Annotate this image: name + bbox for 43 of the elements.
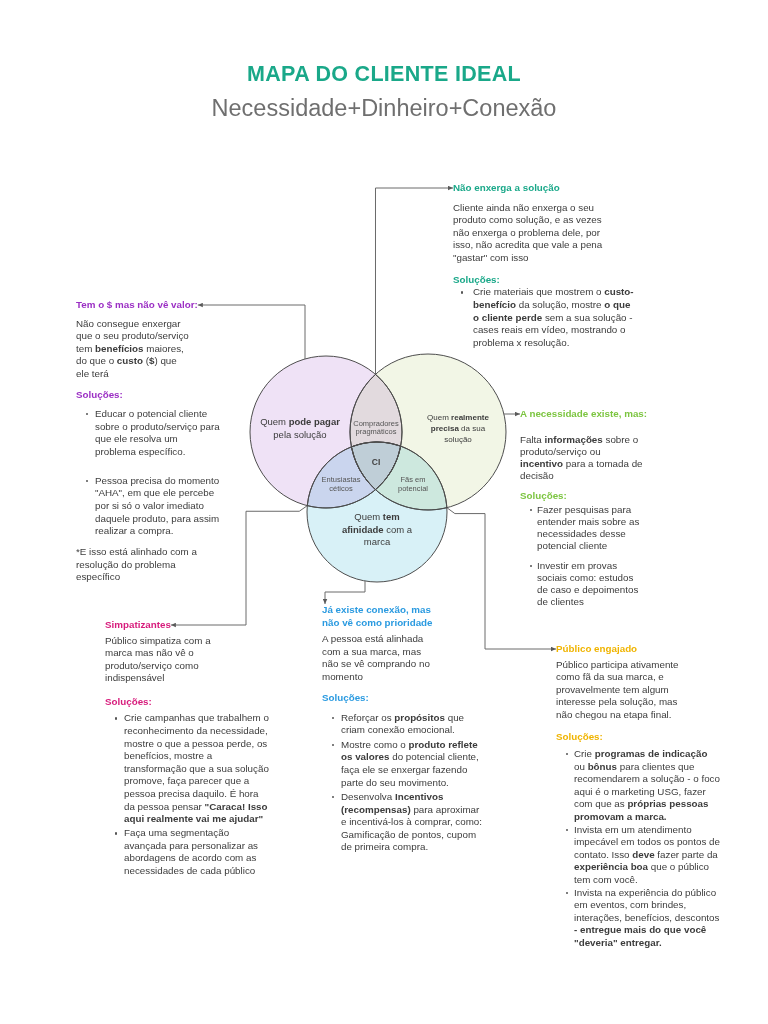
leader-arrow — [446, 507, 557, 652]
section-heading: Soluções: — [76, 389, 123, 402]
circle-label: Quem pode pagar pela solução — [259, 416, 341, 441]
list-item: Invista em um atendimento impecável em todos os pontos de contato. Isso deve fazer parte da experiência boa que o público tem com você. — [556, 823, 720, 887]
subtitle: Necessidade+Dinheiro+Conexão — [211, 94, 557, 122]
list-item: Faça uma segmentação avançada para personalizar as abordagens de acordo com as necessidades de cada público — [105, 827, 270, 878]
leader-arrow — [322, 580, 366, 605]
annotation-heading: Não enxerga a solução — [453, 182, 560, 194]
annotation-heading: A necessidade existe, mas: — [520, 408, 648, 420]
annotation-text: Público participa ativamente como fã da sua marca, e provavelmente tem algum interesse pela solução, mas não chegou na etapa final. — [556, 658, 680, 722]
section-heading: Soluções: — [322, 692, 369, 705]
annotation-text: Cliente ainda não enxerga o seu produto como solução, e as vezes não enxerga o problema dele, por isso, não acredita que vale a pena "gastar" com isso — [453, 201, 603, 265]
list-item: Educar o potencial cliente sobre o produto/serviço para que ele resolva um problema específico. — [76, 408, 221, 459]
list-item: Fazer pesquisas para entender mais sobre as necessidades desse potencial cliente — [520, 504, 646, 552]
title: MAPA DO CLIENTE IDEAL — [247, 61, 521, 88]
list-item: Desenvolva Incentivos (recompensas) para aproximar e incentivá-los à comprar, como: Gamificação de pontos, cupom de primeira compra. — [322, 791, 483, 855]
footnote: *E isso está alinhado com a resolução do problema específico — [76, 546, 197, 584]
annotation-text: A pessoa está alinhada com a sua marca, mas não se vê comprando no momento — [322, 633, 431, 684]
leader-arrow — [170, 505, 308, 628]
annotation-text: Falta informações sobre o produto/serviço ou incentivo para a tomada de decisão — [520, 434, 644, 482]
list-item: Invista na experiência do público em eventos, com brindes, interações, benefícios, descontos - entregue mais do que você "deveria" entregar. — [556, 886, 720, 950]
section-heading: Soluções: — [520, 490, 567, 502]
annotation-text: Público simpatiza com a marca mas não vê o produto/serviço como indispensável — [105, 634, 212, 686]
list-item: Crie campanhas que trabalhem o reconhecimento da necessidade, mostre o que a pessoa perde, os benefícios, mostre a transformação que a sua solução promove, faça parecer que a pessoa precisa daquilo. É hora da pessoa pensar "Caraca! Isso aqui realmente vai me ajudar" — [105, 712, 270, 826]
annotation-heading: Tem o $ mas não vê valor: — [76, 299, 198, 311]
list-item: Crie materiais que mostrem o custo-benefício da solução, mostre o que o cliente perde sem a sua solução - cases reais em vídeo, mostrando o problema x resolução. — [453, 286, 637, 350]
intersection-label: CI — [370, 456, 382, 468]
circle-label: Quem realmente precisa da sua solução — [426, 411, 490, 445]
leader-arrow — [197, 302, 306, 360]
list-item: Mostre como o produto reflete os valores do potencial cliente, faça ele se enxergar fazendo parte do seu movimento. — [322, 738, 483, 790]
list-item: Crie programas de indicação ou bônus para clientes que recomendarem a solução - o foco aqui é o marketing USG, fazer com que as próprias pessoas promovam a marca. — [556, 748, 720, 824]
annotation-heading: Público engajado — [556, 643, 638, 655]
section-heading: Soluções: — [105, 695, 152, 708]
section-heading: Soluções: — [556, 731, 603, 744]
annotation-text: Não consegue enxergar que o seu produto/serviço tem benefícios maiores, do que o custo ($) que ele terá — [76, 317, 190, 381]
section-heading: Soluções: — [453, 274, 500, 287]
annotation-heading: Simpatizantes — [105, 619, 171, 631]
circle-label: Quem tem afinidade com a marca — [340, 511, 414, 549]
leader-arrow — [503, 411, 521, 417]
list-item: Pessoa precisa do momento "AHA", em que ele percebe por si só o valor imediato daquele produto, para assim realizar a compra. — [76, 474, 221, 538]
list-item: Reforçar os propósitos que criam conexão emocional. — [322, 711, 483, 737]
list-item: Investir em provas sociais como: estudos de caso e depoimentos de clientes — [520, 560, 646, 608]
annotation-heading: Já existe conexão, mas não vê como prioridade — [322, 604, 444, 630]
